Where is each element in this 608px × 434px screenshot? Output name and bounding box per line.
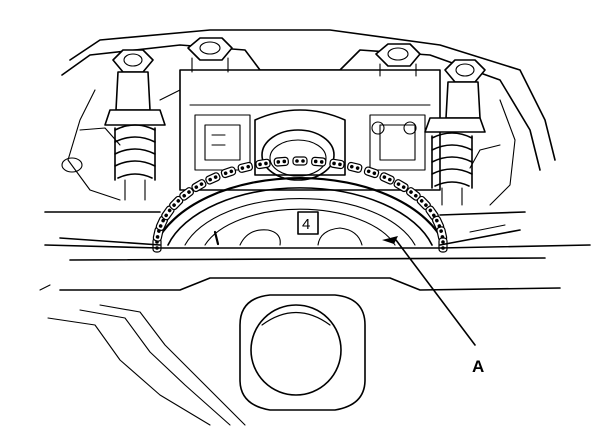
chain-link [220,166,237,179]
front-cover [39,244,591,426]
timing-mark-box: 4 [297,211,319,235]
bolt-right-top [375,43,421,77]
chain-link [346,161,363,173]
chain-link [292,156,308,166]
chain-link [273,156,289,167]
cam-holder [179,69,441,191]
chain-link [255,158,271,170]
head-deck [44,211,526,246]
sprocket-cutouts [213,227,363,246]
chain-link [363,166,380,179]
chain-link [329,158,345,170]
timing-mark-number: 4 [302,216,310,233]
chain-link [393,179,409,193]
chain-link [406,187,421,201]
bolt-left-top [187,37,233,73]
chain-link [237,161,254,173]
cylinder-head [61,29,556,206]
chain-link [191,179,207,193]
access-hole [239,294,366,411]
right-valve-assembly [424,59,486,206]
chain-link [379,172,395,185]
chain-link [179,187,194,201]
timing-chain [152,156,448,253]
top-bolts [187,37,421,77]
callout-label: A [472,357,484,376]
left-valve-assembly [104,49,181,201]
alignment-arrow-head [382,236,398,244]
callout-a: A [395,239,484,376]
cam-sprocket [153,176,447,247]
chain-link [311,156,327,167]
chain-link [205,172,221,185]
